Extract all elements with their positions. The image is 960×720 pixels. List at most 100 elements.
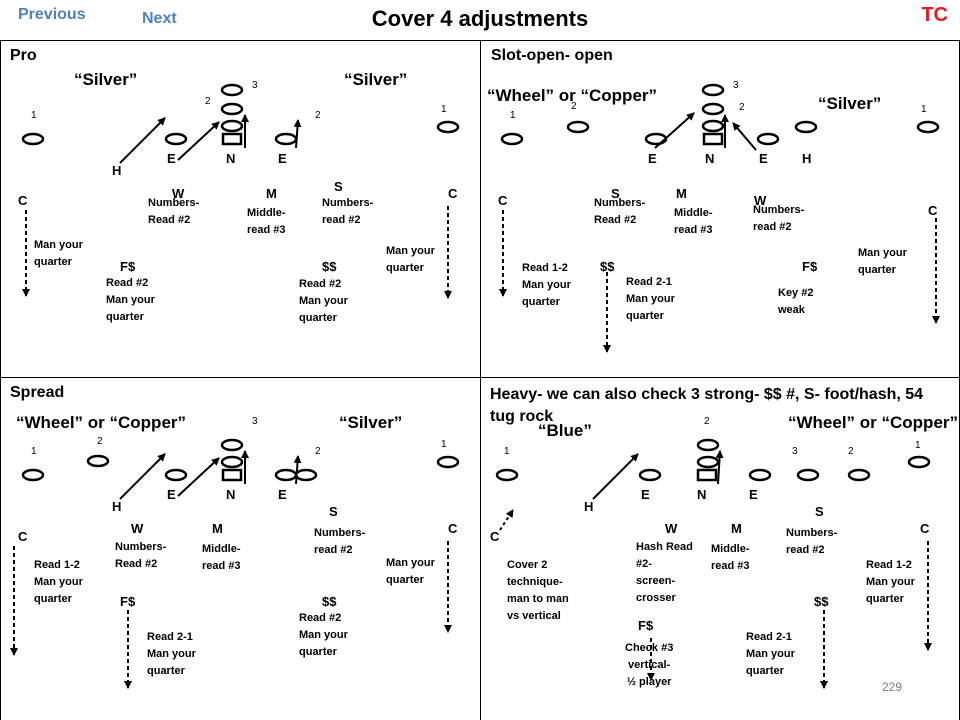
player-e: E xyxy=(749,487,758,502)
previous-link[interactable]: Previous xyxy=(18,6,86,23)
player-m: M xyxy=(266,186,277,201)
assignment-note: Numbers- Read #2 xyxy=(148,197,200,226)
receiver-number: 2 xyxy=(205,96,211,107)
player-c: C xyxy=(920,521,930,536)
player-s: S xyxy=(611,186,620,201)
grid-horizontal-line xyxy=(0,377,960,378)
slide-title: Cover 4 adjustments xyxy=(371,6,589,31)
player-e: E xyxy=(648,151,657,166)
assignment-note: Read 1-2 Man your quarter xyxy=(866,559,915,605)
receiver-number: 2 xyxy=(739,102,745,113)
player-s: S xyxy=(334,179,343,194)
receiver-number: 1 xyxy=(441,104,447,115)
assignment-note: Numbers- Read #2 xyxy=(115,541,167,570)
player-s: S xyxy=(329,504,338,519)
player-s: S xyxy=(815,504,824,519)
call-right: “Silver” xyxy=(339,413,403,432)
player-fs: F$ xyxy=(120,259,136,274)
page-number: 229 xyxy=(881,680,902,694)
player-fs: F$ xyxy=(802,259,818,274)
player-w: W xyxy=(665,521,678,536)
player-w: W xyxy=(172,186,185,201)
player-m: M xyxy=(731,521,742,536)
assignment-note: Read #2 Man your quarter xyxy=(299,278,348,324)
receiver-number: 3 xyxy=(252,416,258,427)
player-e: E xyxy=(167,151,176,166)
call-left: “Wheel” or “Copper” xyxy=(16,413,187,432)
player-e: E xyxy=(278,151,287,166)
receiver-number: 1 xyxy=(915,440,921,451)
player-c: C xyxy=(448,186,458,201)
receiver-number: 3 xyxy=(792,446,798,457)
assignment-note: Numbers- read #2 xyxy=(314,527,366,556)
player-m: M xyxy=(212,521,223,536)
receiver-number: 2 xyxy=(315,110,321,121)
pro-routes xyxy=(22,114,452,299)
pro-offense xyxy=(21,83,460,146)
assignment-note: Man your quarter xyxy=(34,239,83,268)
player-n: N xyxy=(697,487,707,502)
player-n: N xyxy=(226,487,236,502)
assignment-note: Numbers- read #2 xyxy=(753,204,805,233)
player-h: H xyxy=(802,151,812,166)
call-right: “Silver” xyxy=(818,94,882,113)
player-h: H xyxy=(584,499,594,514)
assignment-note: Middle- read #3 xyxy=(674,207,713,236)
assignment-note: Man your quarter xyxy=(386,557,435,586)
player-e: E xyxy=(167,487,176,502)
player-fs: F$ xyxy=(638,618,654,633)
assignment-note: Read 1-2 Man your quarter xyxy=(34,559,83,605)
player-w: W xyxy=(754,193,767,208)
player-ss: $$ xyxy=(322,259,337,274)
assignment-note: Numbers- read #2 xyxy=(786,527,838,556)
call-right: “Wheel” or “Copper” xyxy=(788,413,959,432)
assignment-note: Read #2 Man your quarter xyxy=(299,612,348,658)
slot-offense xyxy=(500,83,940,146)
assignment-note: Read 1-2 Man your quarter xyxy=(522,262,571,308)
panel-title: Pro xyxy=(10,47,37,64)
assignment-note: Read 2-1 Man your quarter xyxy=(746,631,795,677)
assignment-note: Middle- read #3 xyxy=(247,207,286,236)
call-right: “Silver” xyxy=(344,70,408,89)
panel-title: Spread xyxy=(10,384,65,401)
player-c: C xyxy=(18,529,28,544)
player-e: E xyxy=(278,487,287,502)
assignment-note: Cover 2 technique- man to man vs vertica… xyxy=(507,559,569,622)
receiver-number: 3 xyxy=(733,80,739,91)
player-fs: F$ xyxy=(120,594,136,609)
assignment-note: Middle- read #3 xyxy=(711,543,750,572)
panel-title: Slot-open- open xyxy=(491,47,613,64)
tc-logo: TC xyxy=(921,4,948,26)
player-c: C xyxy=(448,521,458,536)
player-c: C xyxy=(498,193,508,208)
spread-routes xyxy=(10,450,452,689)
heavy-routes xyxy=(499,450,932,689)
player-h: H xyxy=(112,163,122,178)
receiver-number: 2 xyxy=(97,436,103,447)
assignment-note: Hash Read #2- screen- crosser xyxy=(636,541,693,604)
spread-offense xyxy=(21,438,460,482)
call-left: “Wheel” or “Copper” xyxy=(487,86,658,105)
assignment-note: Middle- read #3 xyxy=(202,543,241,572)
player-e: E xyxy=(641,487,650,502)
receiver-number: 2 xyxy=(848,446,854,457)
assignment-note: Numbers- Read #2 xyxy=(594,197,646,226)
receiver-number: 1 xyxy=(441,439,447,450)
assignment-note: Man your quarter xyxy=(386,245,435,274)
player-n: N xyxy=(705,151,715,166)
player-c: C xyxy=(490,529,500,544)
player-m: M xyxy=(676,186,687,201)
next-link[interactable]: Next xyxy=(142,10,177,27)
receiver-number: 2 xyxy=(571,101,577,112)
call-left: “Blue” xyxy=(538,421,592,440)
player-n: N xyxy=(226,151,236,166)
panel-title: Heavy- we can also check 3 strong- $$ #,… xyxy=(490,386,924,425)
receiver-number: 3 xyxy=(252,80,258,91)
assignment-note: Man your quarter xyxy=(858,247,907,276)
receiver-number: 2 xyxy=(704,416,710,427)
assignment-note: Read #2 Man your quarter xyxy=(106,277,155,323)
player-w: W xyxy=(131,521,144,536)
assignment-note: Key #2 weak xyxy=(778,287,814,316)
